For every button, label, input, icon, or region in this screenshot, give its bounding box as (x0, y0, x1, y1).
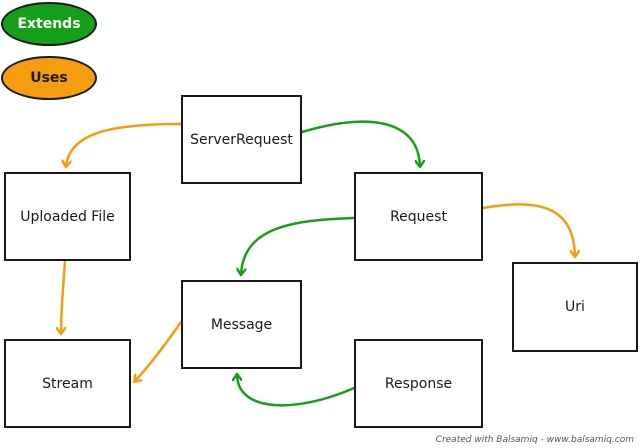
node-response-label: Response (384, 375, 453, 392)
node-uploaded-file-label: Uploaded File (20, 208, 115, 225)
edge-message-uses-stream (135, 320, 183, 381)
legend-uses: Uses (1, 56, 97, 100)
footer-credit: Created with Balsamiq - www.balsamiq.com (435, 435, 634, 445)
node-server-request-label: ServerRequest (190, 131, 293, 148)
node-stream: Stream (4, 339, 131, 428)
legend-uses-label: Uses (30, 70, 68, 86)
edge-response-extends-message (237, 375, 356, 407)
node-uri: Uri (512, 262, 638, 352)
edge-serverrequest-uses-uploadedfile (66, 122, 183, 166)
node-server-request: ServerRequest (181, 95, 302, 184)
node-response: Response (354, 339, 483, 428)
node-uri-label: Uri (565, 299, 585, 315)
node-message: Message (181, 280, 302, 369)
legend-extends: Extends (1, 2, 97, 46)
edge-uploadedfile-uses-stream (61, 259, 67, 333)
legend-extends-label: Extends (17, 16, 81, 32)
edge-serverrequest-extends-request (300, 120, 420, 166)
node-request: Request (354, 172, 483, 261)
node-request-label: Request (390, 208, 447, 225)
node-uploaded-file: Uploaded File (4, 172, 131, 261)
node-stream-label: Stream (42, 375, 93, 392)
edge-request-uses-uri (481, 203, 575, 256)
node-message-label: Message (210, 316, 273, 333)
edge-request-extends-message (241, 216, 356, 274)
